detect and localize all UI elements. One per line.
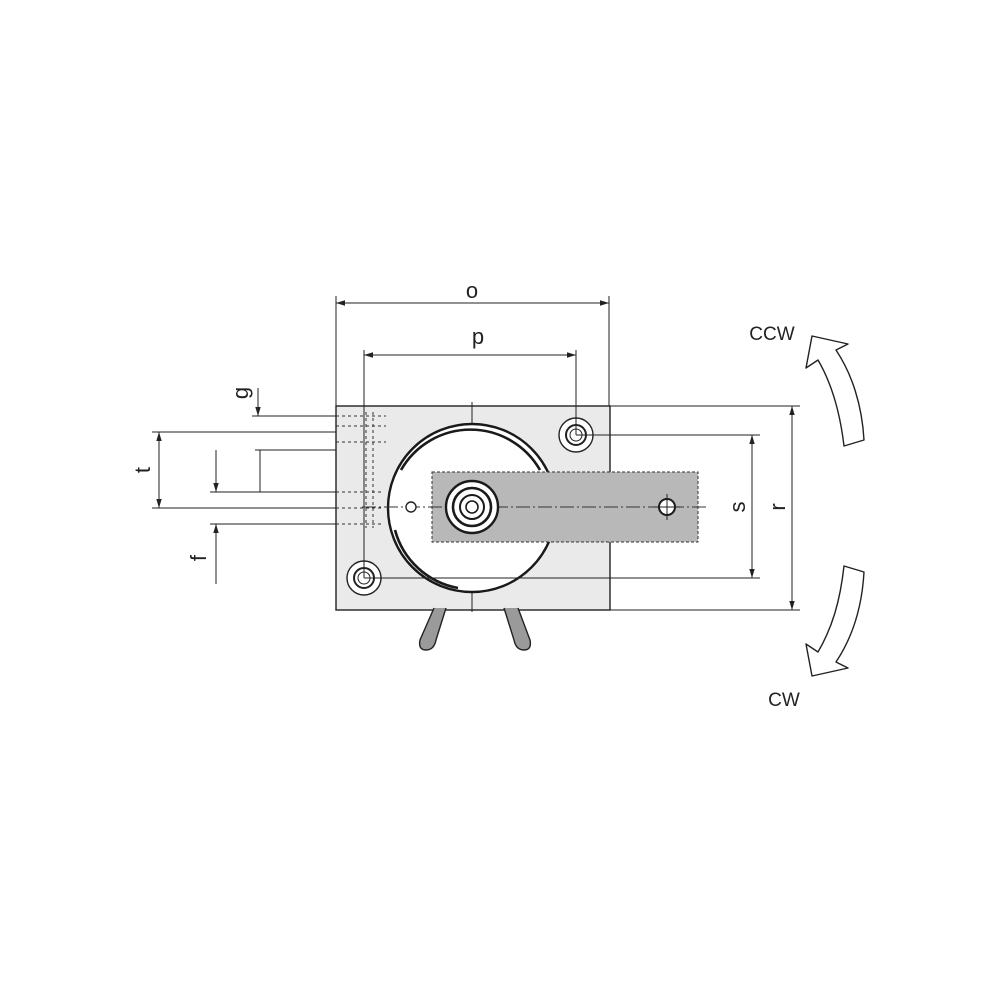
pin-hole-right — [654, 494, 680, 520]
dimension-g-label: g — [228, 387, 253, 399]
dimension-s-label: s — [725, 502, 750, 513]
dimension-r-label: r — [765, 503, 790, 510]
hidden-threads — [336, 412, 386, 528]
central-shaft — [444, 479, 500, 535]
dimension-f-label: f — [186, 554, 211, 561]
dimension-o-label: o — [466, 278, 478, 303]
pin-hole-left — [405, 501, 417, 513]
extension-lines — [152, 296, 800, 611]
cw-label: CW — [768, 690, 800, 711]
ccw-arrow-icon — [805, 335, 865, 447]
ccw-label: CCW — [749, 324, 794, 345]
dimension-p-label: p — [472, 324, 484, 349]
cw-arrow-icon — [805, 565, 865, 677]
support-legs — [418, 607, 532, 651]
dimension-t-label: t — [130, 467, 155, 473]
